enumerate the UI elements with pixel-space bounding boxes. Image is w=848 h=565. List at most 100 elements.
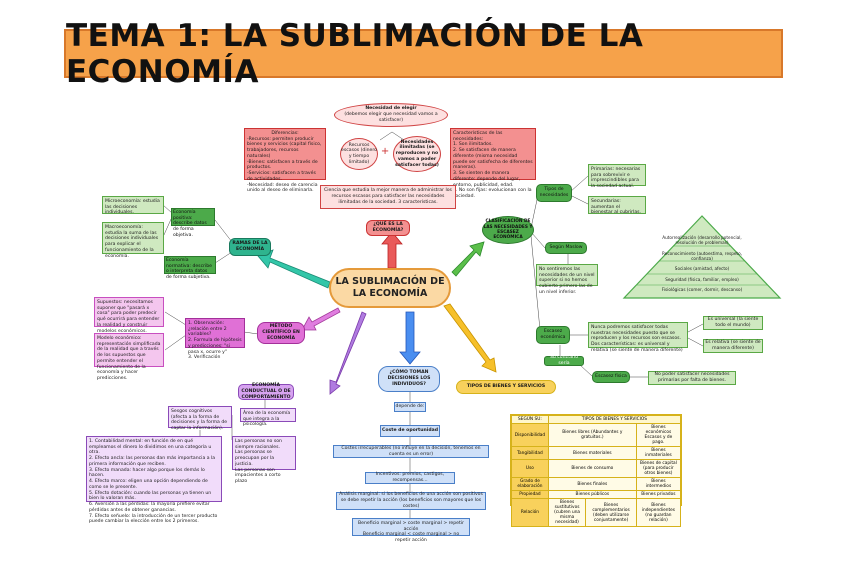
characteristics-title: Características de las necesidades: [453,131,503,142]
opportunity-cost-box: Coste de oportunidad [380,425,440,437]
arrow-conducta [329,311,367,395]
method-step: 1. Observación: ¿relación entre 2 variab… [188,321,227,338]
goods-types-node: TIPOS DE BIENES Y SERVICIOS [456,380,556,394]
non-rational-item: Las personas no son siempre racionales. [235,439,282,450]
table-row: Uso Bienes de consumo Bienes de capital … [511,459,682,478]
sesgos-box: Sesgos cognitivos (afecta a la forma de … [168,406,232,431]
physical-scarcity-desc: No poder satisfacer necesidades primaria… [648,371,736,385]
marginal-analysis-box: Análisis marginal: si los beneficios de … [336,492,486,510]
row-cell: Bienes de consumo [547,459,637,478]
row-cell: Bienes complementarios (deben utilizarse… [585,498,637,527]
area-box: Área de la economía que integra a la psi… [240,408,296,427]
page-title: TEMA 1: LA SUBLIMACIÓN DE LA ECONOMÍA [64,18,783,90]
central-node: LA SUBLIMACIÓN DE LA ECONOMÍA [329,268,451,308]
conducta-effects-box: 1. Contabilidad mental: en función de en… [86,436,222,524]
effect-item: 6. Aversión a las pérdidas: la mayoría p… [89,502,210,513]
row-cell: Bienes privados [635,490,682,499]
char-line: 1. Son ilimitados. [453,142,493,148]
row-key: Propiedad [511,490,549,499]
row-cell: Bienes libres (Abundantes y gratuitos.) [547,423,637,447]
need-choose-node: Necesidad de elegir (debemos elegir que … [334,103,448,127]
effect-item: 2. Efecto ancla: las personas dan más im… [89,456,216,467]
char-line: 3. Se sienten de manera diferente: depen… [453,171,521,188]
row-cell: Bienes de capital (para producir otros b… [635,459,682,478]
goods-table-wrapper: SEGÚN SU: TIPOS DE BIENES Y SERVICIOS Di… [510,414,682,527]
row-cell: Bienes sustitutivos (cubren una misma ne… [547,498,587,527]
scarcity-desc-box: Nunca podremos satisfacer todas nuestras… [588,322,688,353]
effect-item: 4. Efecto marco: eligen una opción depen… [89,479,208,490]
row-cell: Bienes independientes (no guardan relaci… [635,498,682,527]
scarcity-node: Escasez económica [536,326,570,344]
relative-box: Es relativa (se siente de manera diferen… [703,339,763,353]
row-key: Tangibilidad [511,446,549,460]
micro-box: Microeconomía: estudia las decisiones in… [102,196,164,215]
goods-table: SEGÚN SU: TIPOS DE BIENES Y SERVICIOS Di… [511,415,682,527]
modelo-box: Modelo económico: representación simplif… [94,333,164,381]
table-row: Tangibilidad Bienes materiales Bienes in… [511,446,682,460]
needs-node: Necesidades ilimitadas (se reproducen y … [393,136,441,172]
what-is-economy-node: ¿QUÉ ES LA ECONOMÍA? [366,220,410,236]
arrow-decisiones [399,311,421,365]
arrow-metodo [301,307,341,331]
ramas-node: RAMAS DE LA ECONOMÍA [229,238,271,256]
table-row: Propiedad Bienes públicos Bienes privado… [511,490,682,499]
depends-label: depende de: [394,402,426,412]
maslow-node: Según Maslow [545,242,587,254]
non-rational-item: Las personas son impacientes a corto pla… [235,467,281,485]
supuestos-box: Supuestos: necesitamos suponer que "pasa… [94,297,164,334]
char-line: 2. Se satisfacen de manera diferente (mi… [453,148,533,171]
table-row: Grado de elaboración Bienes finales Bien… [511,477,682,491]
need-choose-title: Necesidad de elegir [365,106,417,112]
primary-needs-box: Primarias: necesarias para sobrevivir e … [588,164,646,189]
effect-item: 7. Efecto señuelo: la introducción de un… [89,513,218,525]
arrow-tipos-bienes [443,303,497,373]
marginal-rule: Beneficio marginal > coste marginal > re… [358,521,464,532]
table-header: SEGÚN SU: [511,415,549,424]
method-step: 2. Formula de hipótesis y predicciones: … [188,338,242,355]
universal-box: Es universal (la siente todo el mundo) [703,316,763,330]
economy-definition: Ciencia que estudia la mejor manera de a… [320,185,456,209]
macro-box: Macroeconomía: estudia la suma de las de… [102,222,164,259]
method-step: 3. Verificación [188,355,221,361]
needs-types-node: Tipos de necesidades [536,184,572,202]
non-rational-item: Las personas se preocupan por la justici… [235,450,275,467]
non-rational-box: Las personas no son siempre racionales. … [232,436,296,484]
normative-economy-box: Economía normativa: describe o interpret… [164,256,216,280]
row-key: Relación [511,498,549,527]
maslow-pyramid [622,215,782,299]
arrow-ramas [257,249,331,289]
positive-economy-box: Economía positiva: describe datos de for… [171,208,215,238]
differences-box: Diferencias: -Recursos: permiten produci… [244,128,326,193]
row-cell: Bienes intermedios [635,477,682,491]
need-choose-sub: (debemos elegir que necesidad vamos a sa… [344,112,438,123]
characteristics-box: Características de las necesidades: 1. S… [450,128,536,199]
diff-line: -Necesidad: deseo de carencia unido al d… [247,182,318,194]
decisions-node: ¿CÓMO TOMAN DECISIONES LOS INDIVIDUOS? [378,366,440,392]
effect-item: 3. Efecto manada: hacer algo porque los … [89,467,205,479]
marginal-rules-box: Beneficio marginal > coste marginal > re… [352,518,470,543]
row-key: Grado de elaboración [511,477,549,491]
row-cell: Bienes inmateriales [635,446,682,460]
pyramid-level: Reconocimiento (autoestima, respeto, con… [662,250,742,261]
diff-line: -Bienes: satisfacen a través de producto… [247,159,318,171]
table-header: TIPOS DE BIENES Y SERVICIOS [547,415,682,424]
contrary-label: Su contrario sería [544,355,584,366]
pyramid-level: Sociales (amistad, afecto) [674,266,730,272]
classification-node: CLASIFICACIÓN DE LAS NECESIDADES Y ESCAS… [482,216,534,244]
row-cell: Bienes finales [547,477,637,491]
conducta-node: ECONOMÍA CONDUCTUAL O DE COMPORTAMIENTO [238,383,294,400]
maslow-desc-box: No sentiremos las necesidades de un nive… [536,264,598,295]
diff-line: -Recursos: permiten producir bienes y se… [247,136,322,159]
differences-title: Diferencias: [271,131,299,136]
pyramid-level: Seguridad (física, familiar, empleo) [665,277,739,283]
char-line: 4. No son fijas: evolucionan con la soci… [453,188,532,200]
diff-line: -Servicios: satisfacen a través de activ… [247,171,316,182]
physical-scarcity-node: Escasez física [592,371,630,383]
arrow-clasificacion [451,241,485,277]
effect-item: 1. Contabilidad mental: en función de en… [89,439,212,456]
table-row: Relación Bienes sustitutivos (cubren una… [511,498,682,527]
table-header-row: SEGÚN SU: TIPOS DE BIENES Y SERVICIOS [511,415,682,424]
effect-item: 5. Efecto dotación: cuando las personas … [89,490,212,502]
row-cell: Bienes económicos Escasos y de pago. [635,423,682,447]
